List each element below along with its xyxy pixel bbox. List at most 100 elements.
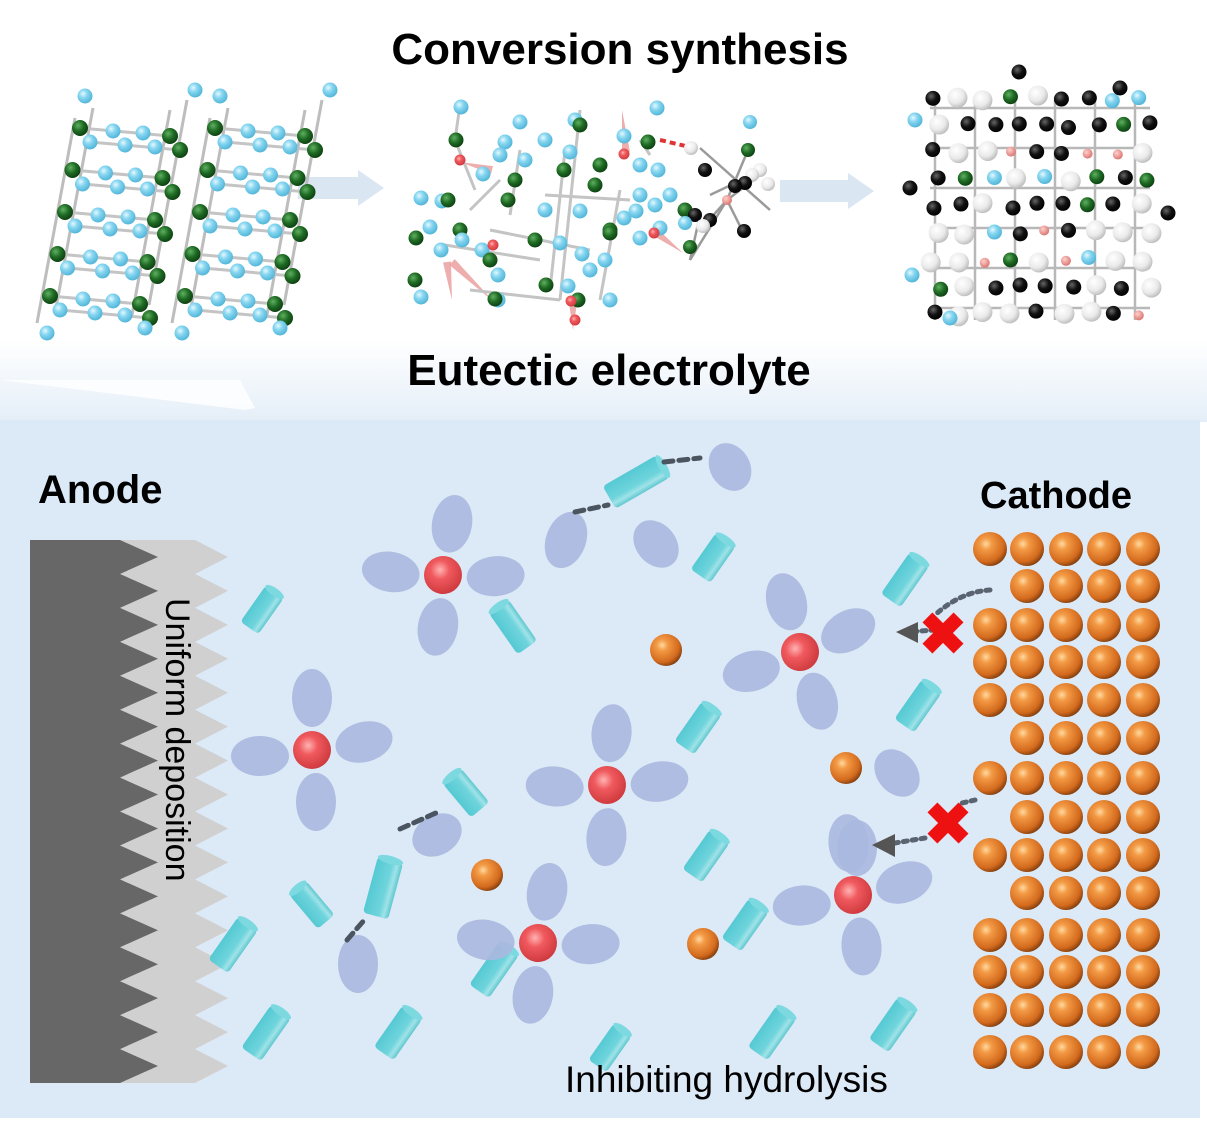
white-atom [1086, 275, 1107, 296]
cathode-ion [1010, 683, 1044, 717]
cathode-ion [1010, 761, 1044, 795]
anion-petal [431, 495, 473, 553]
cathode-ion [1126, 608, 1160, 642]
red-atom [565, 295, 577, 307]
free-ion [687, 928, 719, 960]
bond [49, 294, 141, 306]
cathode-ion [1010, 993, 1044, 1027]
cyan-atom [240, 293, 256, 309]
black-atom [1142, 115, 1158, 131]
black-atom [953, 196, 969, 212]
cylinder-cap [715, 532, 736, 548]
cyan-atom [413, 289, 429, 305]
green-atom [1089, 169, 1105, 185]
cyan-atom [662, 187, 678, 203]
cathode-ion [1010, 1035, 1044, 1069]
cyan-atom [210, 291, 226, 307]
anion-petal [292, 669, 332, 727]
cyan-atom [1081, 249, 1097, 265]
black-atom [728, 179, 742, 193]
pink-atom [1133, 310, 1144, 321]
bond [598, 189, 622, 301]
green-atom [408, 230, 424, 246]
black-atom [988, 117, 1004, 133]
solvent-cylinder [749, 1004, 797, 1059]
black-atom [737, 224, 751, 238]
cylinder-cap [402, 1004, 423, 1021]
cyan-atom [413, 190, 429, 206]
cyan-atom [140, 181, 155, 197]
bond [67, 266, 158, 278]
cathode-ion [1049, 761, 1083, 795]
white-atom [1132, 251, 1153, 272]
cathode-ion [1126, 569, 1160, 603]
blocked-path-2 [872, 797, 978, 857]
cylinder-body [749, 1007, 795, 1059]
solvation-cluster [231, 669, 393, 831]
pink-atom [1039, 225, 1050, 236]
bond [72, 168, 163, 180]
bond [184, 294, 276, 306]
black-atom [1113, 280, 1129, 296]
cylinder-cap [655, 455, 671, 478]
cathode-ion [1010, 918, 1044, 952]
green-atom [42, 288, 58, 304]
hydrogen-bond [572, 502, 611, 515]
solvent-cylinder [442, 767, 488, 816]
title-conversion-synthesis: Conversion synthesis [391, 25, 848, 74]
cross-icon [922, 612, 964, 654]
cyan-atom [233, 165, 248, 181]
cyan-atom [82, 134, 98, 150]
cyan-atom [222, 305, 238, 321]
bond [192, 252, 283, 264]
cyan-atom [245, 179, 260, 195]
cyan-atom [218, 249, 233, 265]
cylinder-body [363, 857, 403, 919]
green-atom [139, 254, 156, 270]
bond [57, 252, 148, 264]
bond [469, 288, 561, 302]
cyan-atom [453, 99, 469, 115]
hydrogen-bond [397, 809, 441, 832]
cyan-atom [83, 249, 98, 265]
cathode-ion [1126, 800, 1160, 834]
cylinder-body [589, 1025, 631, 1071]
solvent-cylinder [589, 1022, 632, 1071]
white-atom [977, 140, 998, 161]
solvent-cylinder [289, 880, 333, 928]
anion-petal [512, 966, 554, 1024]
bond [725, 149, 750, 201]
green-atom [207, 120, 223, 136]
black-atom [960, 116, 976, 132]
anion-petal [561, 924, 620, 965]
cyan-atom [986, 170, 1002, 186]
black-atom [1011, 116, 1027, 132]
cylinder-cap [289, 880, 307, 896]
cylinder-body [604, 456, 668, 508]
solvent-cylinder [241, 584, 284, 633]
black-atom [1011, 64, 1027, 80]
bond [74, 224, 166, 236]
cylinder-cap [488, 598, 509, 615]
green-atom [132, 296, 148, 312]
white-atom [761, 177, 775, 191]
cyan-atom [1104, 93, 1120, 109]
cathode-ion [1049, 955, 1083, 989]
pink-atom [722, 195, 732, 205]
green-atom [587, 177, 603, 193]
cyan-atom [98, 165, 113, 181]
title-eutectic-electrolyte: Eutectic electrolyte [407, 346, 811, 395]
black-atom [1029, 195, 1045, 211]
bond [558, 109, 582, 301]
cathode-ion [1126, 721, 1160, 755]
cyan-atom [252, 307, 268, 323]
cyan-atom [1131, 90, 1147, 106]
cylinder-cap [613, 1022, 632, 1038]
white-atom [1054, 303, 1075, 324]
cathode-ion [973, 838, 1007, 872]
cyan-atom [597, 252, 613, 268]
anion-petal [456, 919, 515, 961]
green-atom [407, 272, 423, 288]
solvent-cylinder [242, 1004, 292, 1060]
